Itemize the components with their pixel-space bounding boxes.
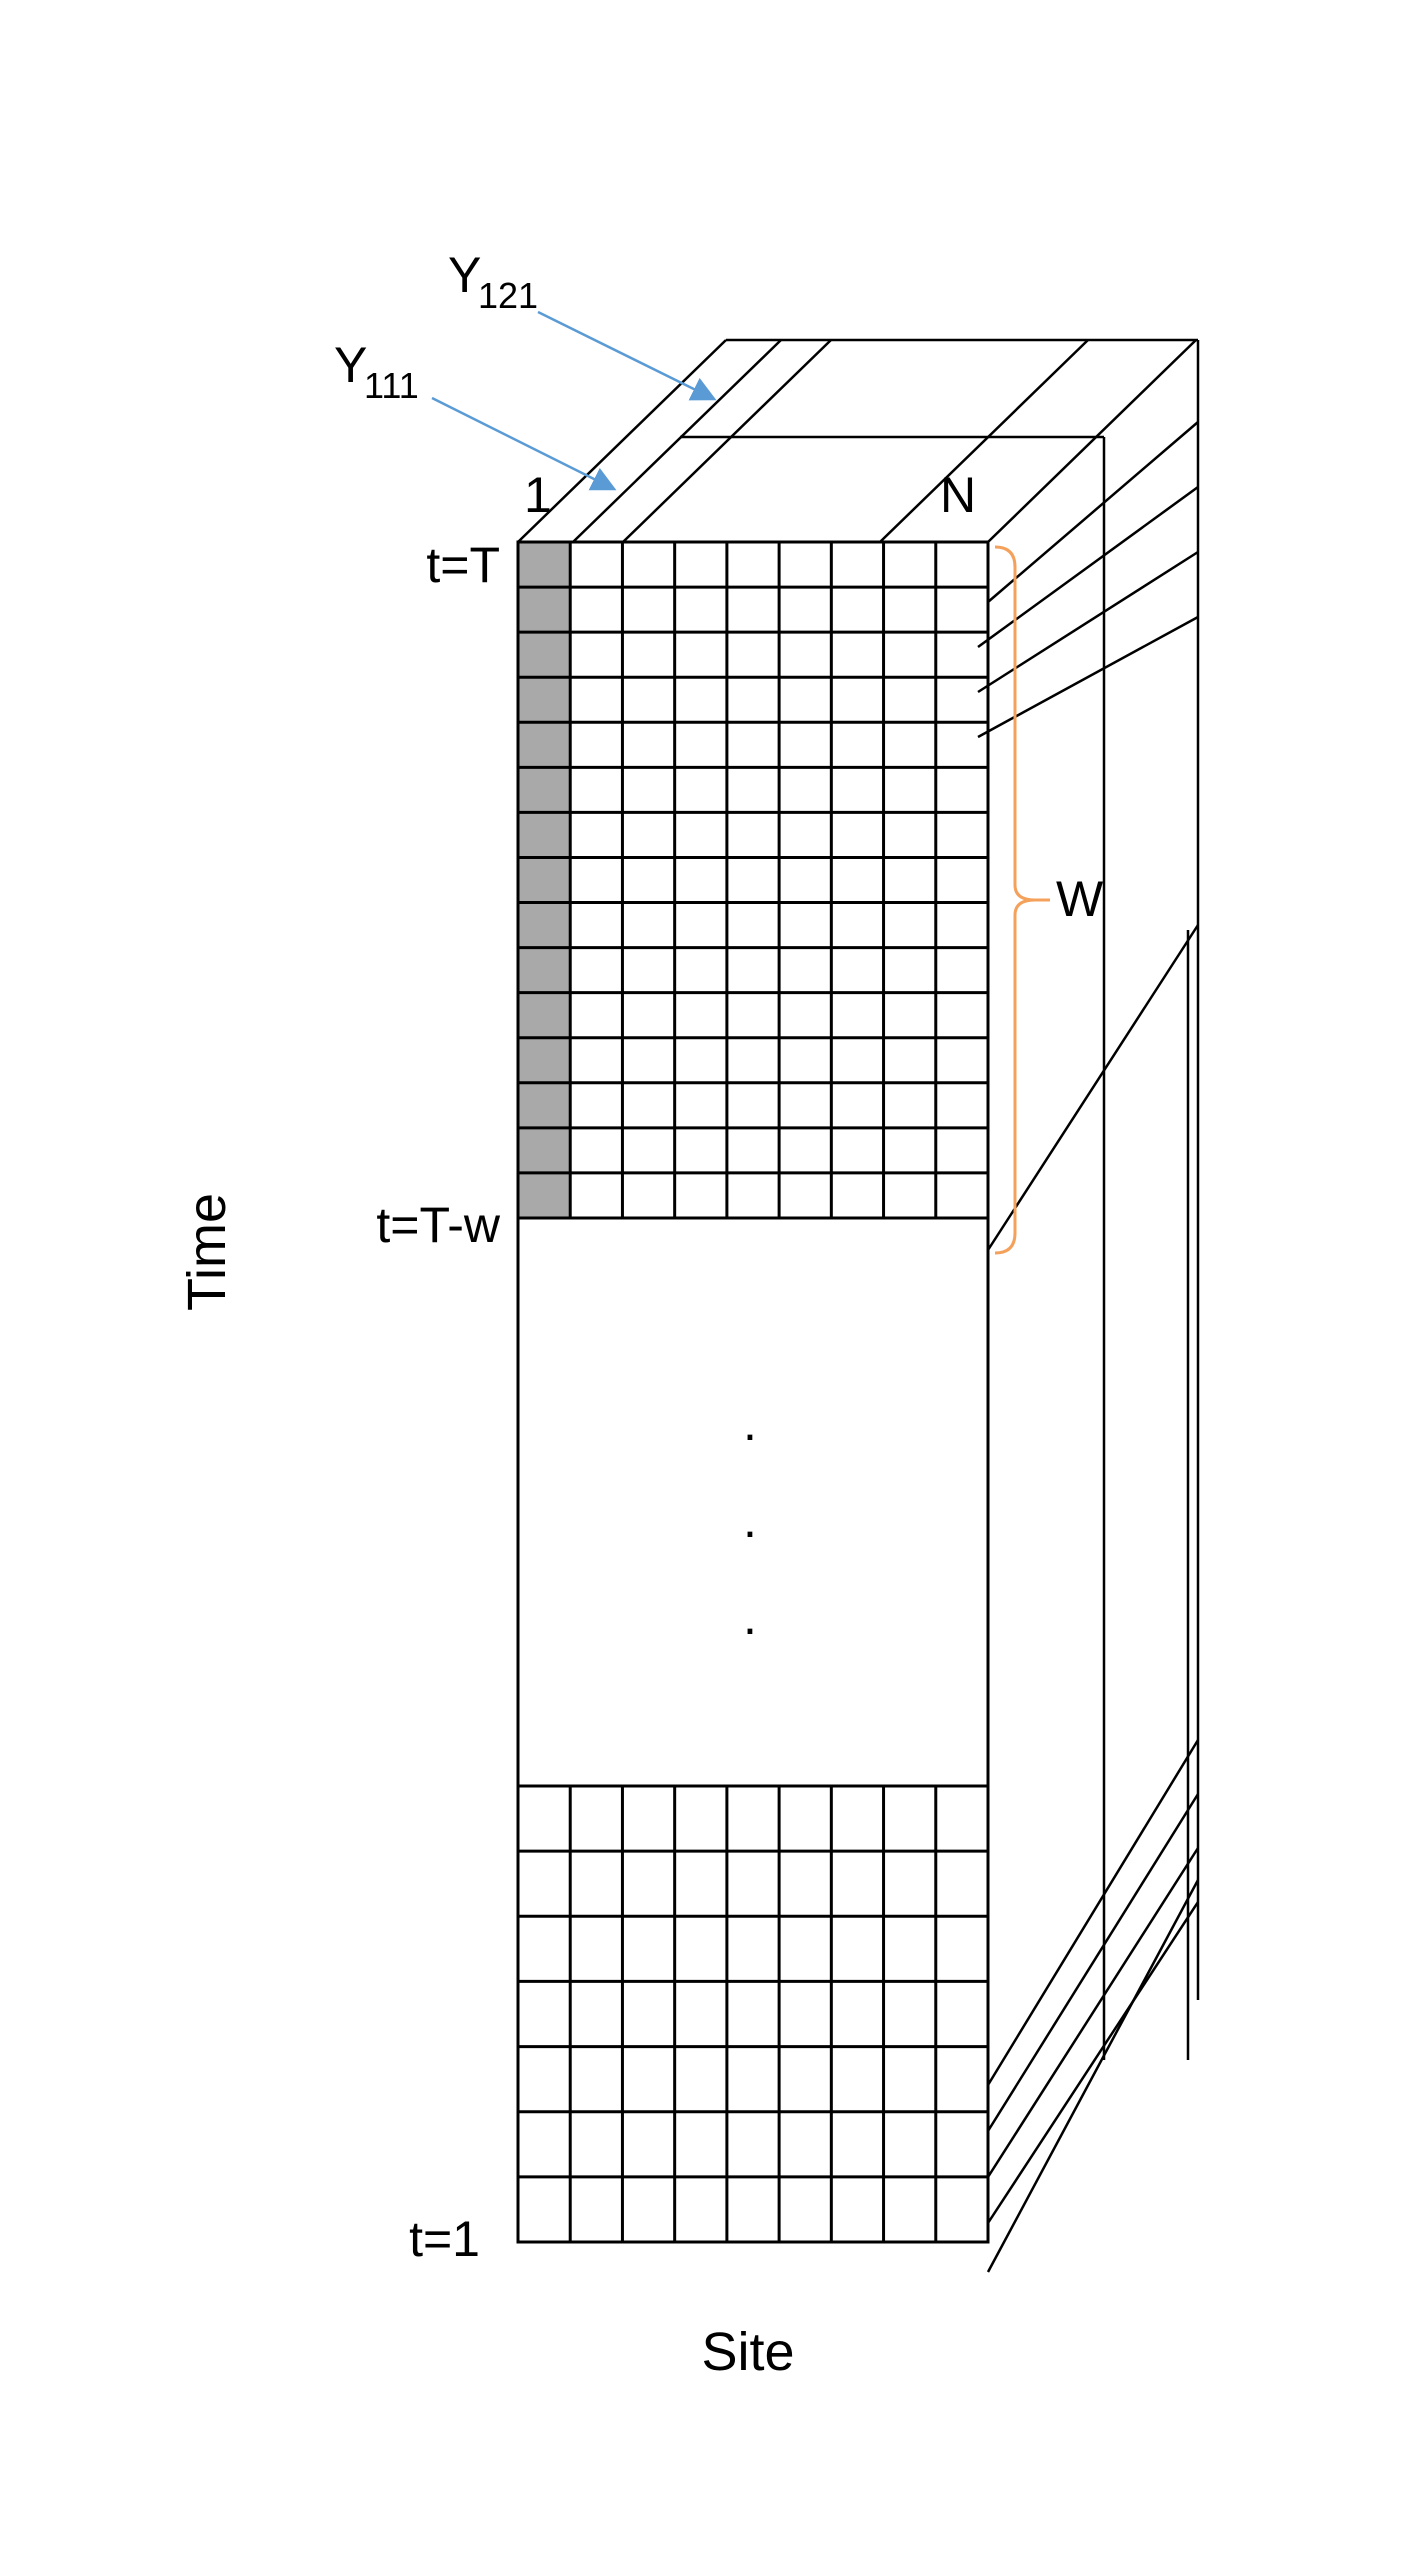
bottom-back-diagonal (986, 1879, 1200, 2273)
site-axis-label: Site (701, 2322, 794, 2382)
highlighted-site-column (518, 542, 571, 1218)
ellipsis-dot-2: . (743, 1492, 757, 1548)
y111-pointer-arrow (431, 396, 617, 491)
window-bracket (994, 545, 1050, 1255)
right-layer-bottom-diagonal (986, 1901, 1200, 2224)
y121-label-subscript: 121 (478, 275, 538, 316)
time-window-label: t=T-w (376, 1197, 501, 1253)
right-layer-top-diagonal (987, 421, 1199, 603)
window-depth-diagonal (986, 924, 1200, 1251)
site-last-label: N (940, 467, 976, 523)
ellipsis-dot-1: . (743, 1395, 757, 1451)
top-face-depth-line (622, 339, 832, 543)
top-face-depth-line (517, 339, 727, 543)
ellipsis-dot-3: . (743, 1589, 757, 1645)
time-axis-label: Time (177, 1193, 237, 1311)
y121-label-main: Y (448, 247, 481, 303)
y121-pointer-arrow (537, 310, 717, 401)
top-time-window-grid (516, 540, 990, 1220)
y111-label-main: Y (334, 337, 367, 393)
right-layer-top-diagonal (977, 615, 1199, 739)
top-face-depth-line (572, 339, 782, 543)
bottom-time-grid (516, 1784, 990, 2244)
site-first-label: 1 (524, 467, 552, 523)
top-face-depth-line (879, 339, 1089, 543)
right-layer-bottom-diagonal (986, 1739, 1200, 2086)
y111-label-subscript: 111 (364, 365, 419, 406)
window-label: W (1056, 871, 1104, 927)
top-face-depth-line (987, 339, 1197, 543)
time-bottom-label: t=1 (409, 2211, 480, 2267)
front-face-frame (516, 540, 990, 2244)
right-layer-bottom-diagonal (986, 1793, 1200, 2132)
depth-layers (517, 338, 1200, 2273)
time-top-label: t=T (426, 537, 500, 593)
right-layer-bottom-diagonal (986, 1847, 1200, 2178)
